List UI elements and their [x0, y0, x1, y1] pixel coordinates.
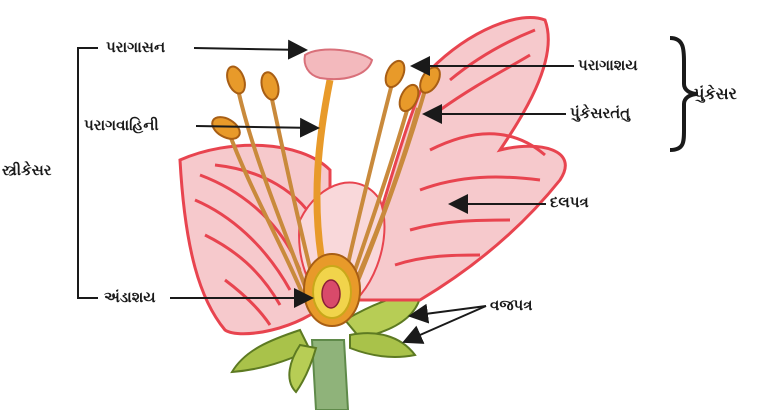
ovary [304, 254, 360, 326]
pistil-bracket [78, 48, 98, 298]
label-pistil: સ્ત્રીકેસર [2, 163, 52, 178]
label-filament: પુંકેસરતંતુ [570, 106, 630, 121]
label-stigma: પરાગાસન [106, 40, 165, 55]
label-ovary: અંડાશય [104, 290, 156, 305]
label-stamen: પુંકેસર [694, 86, 737, 102]
petal-right [350, 17, 565, 300]
label-anther: પરાગાશય [578, 58, 638, 73]
label-sepal: વજપત્ર [490, 298, 533, 313]
stigma [305, 50, 372, 80]
stem [312, 340, 348, 410]
label-style: પરાગવાહિની [84, 118, 159, 133]
stigma-pointer [194, 48, 306, 50]
label-petal: દલપત્ર [550, 195, 589, 210]
